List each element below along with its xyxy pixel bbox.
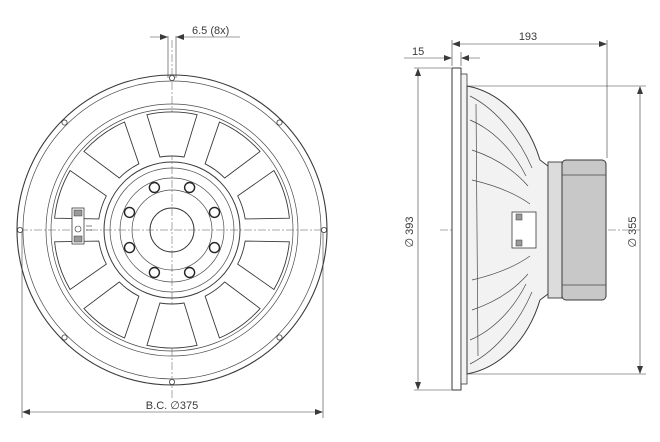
- hole-size-label: 6.5 (8x): [192, 25, 229, 37]
- mounting-hole: [276, 119, 283, 126]
- hub-bolt: [123, 206, 136, 219]
- magnet-body: [561, 159, 607, 301]
- hub-bolt: [123, 241, 136, 254]
- basket-ring-inner: [50, 108, 294, 352]
- depth-dimensions: 193 15: [404, 31, 608, 158]
- hub-ring-3: [119, 177, 225, 283]
- hub-bolt: [148, 181, 161, 194]
- hub-bolt: [208, 206, 221, 219]
- magnet-top-plate: [547, 161, 563, 299]
- basket-window: [54, 240, 107, 291]
- mounting-diameter-label: ∅ 355: [627, 217, 639, 248]
- mounting-hole: [61, 334, 68, 341]
- terminal-block: [71, 207, 92, 245]
- mounting-hole: [168, 75, 175, 82]
- outer-diameter-dimension: ∅ 393: [404, 67, 451, 391]
- side-terminal: [511, 211, 537, 249]
- hub-bolt: [183, 181, 196, 194]
- front-view: 6.5 (8x) B.C. ∅375: [16, 25, 328, 418]
- basket-rib: [469, 119, 527, 177]
- hub-bolt: [183, 266, 196, 279]
- hub-bolts: [123, 181, 221, 279]
- basket-window: [204, 121, 261, 179]
- hub-bolt: [208, 241, 221, 254]
- hub-ring-2: [109, 167, 235, 293]
- basket-rib: [471, 149, 529, 187]
- gasket: [460, 73, 468, 385]
- basket-rib: [469, 291, 533, 365]
- mounting-hole: [276, 334, 283, 341]
- flange-thickness-label: 15: [412, 46, 424, 58]
- hub-bolt: [148, 266, 161, 279]
- basket-window: [83, 281, 140, 339]
- side-view: 193 15 ∅ 393 ∅ 355: [404, 31, 646, 391]
- outer-frame-edge: [16, 74, 328, 386]
- mounting-diameter-dimension: ∅ 355: [468, 85, 646, 375]
- basket-window: [237, 169, 290, 220]
- hub-outer-ring: [103, 161, 241, 299]
- cone-edge: [475, 103, 479, 357]
- polarity-icon: [74, 225, 82, 233]
- hole-dimension: 6.5 (8x): [150, 25, 240, 78]
- hub-ring-4: [131, 189, 213, 271]
- basket-window: [237, 240, 290, 291]
- mounting-hole: [61, 119, 68, 126]
- mounting-hole: [320, 226, 327, 233]
- basket-window: [146, 111, 198, 158]
- basket-windows: [54, 111, 290, 349]
- bolt-circle-label: B.C. ∅375: [146, 400, 198, 412]
- basket-ring: [45, 103, 299, 357]
- basket-rib: [471, 273, 529, 311]
- basket-window: [83, 121, 140, 179]
- basket-rib: [471, 255, 531, 281]
- frame-inner-edge: [22, 80, 322, 380]
- mounting-hole: [168, 378, 175, 385]
- bolt-circle-dimension: B.C. ∅375: [21, 232, 324, 418]
- depth-label: 193: [519, 31, 537, 43]
- mounting-hole: [16, 226, 23, 233]
- basket-rib: [469, 95, 533, 169]
- basket-window: [146, 302, 198, 349]
- outer-diameter-label: ∅ 393: [404, 217, 416, 248]
- pole-piece: [149, 207, 195, 253]
- basket-rib: [469, 283, 527, 341]
- mounting-flange: [451, 67, 462, 391]
- basket-window: [54, 169, 107, 220]
- basket-window: [204, 281, 261, 339]
- basket-rib: [471, 179, 531, 205]
- mounting-holes: [16, 75, 327, 385]
